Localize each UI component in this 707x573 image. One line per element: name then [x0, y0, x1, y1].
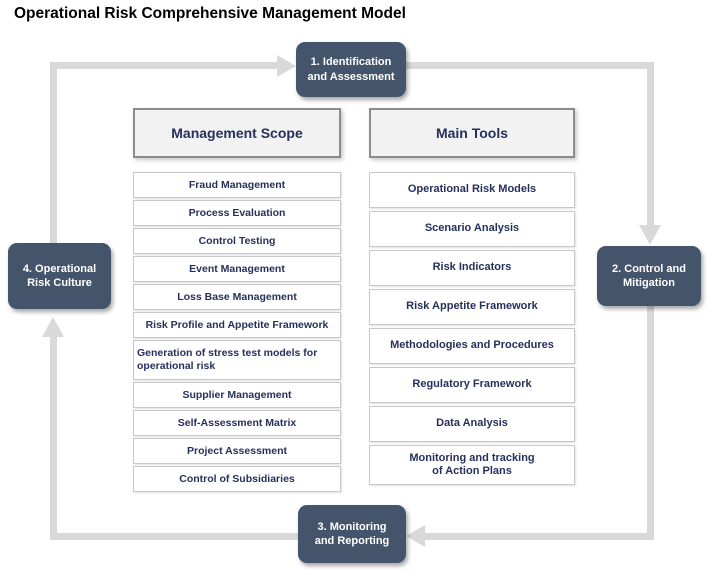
- list-item: Supplier Management: [133, 382, 341, 408]
- list-item-label: Data Analysis: [436, 417, 508, 430]
- cycle-node-label: 3. Monitoring and Reporting: [314, 520, 390, 547]
- list-item-label: Monitoring and tracking of Action Plans: [409, 451, 535, 477]
- cycle-arrow-segment: [50, 62, 57, 243]
- list-item: Project Assessment: [133, 438, 341, 464]
- list-item: Generation of stress test models for ope…: [133, 340, 341, 380]
- list-item: Data Analysis: [369, 406, 575, 442]
- list-item-label: Risk Indicators: [432, 261, 512, 274]
- list-item: Loss Base Management: [133, 284, 341, 310]
- list-item: Methodologies and Procedures: [369, 328, 575, 364]
- list-item: Control of Subsidiaries: [133, 466, 341, 492]
- arrowhead-right-icon: [277, 55, 296, 77]
- arrowhead-down-icon: [639, 225, 661, 245]
- list-item-label: Control of Subsidiaries: [179, 472, 295, 485]
- cycle-node-control-mitigation: 2. Control and Mitigation: [597, 246, 701, 306]
- list-item: Regulatory Framework: [369, 367, 575, 403]
- cycle-arrow-segment: [647, 306, 654, 540]
- list-item: Self-Assessment Matrix: [133, 410, 341, 436]
- list-item: Risk Profile and Appetite Framework: [133, 312, 341, 338]
- list-item: Operational Risk Models: [369, 172, 575, 208]
- arrowhead-left-icon: [406, 525, 425, 547]
- management-scope-header-label: Management Scope: [171, 125, 303, 141]
- cycle-node-identification-assessment: 1. Identification and Assessment: [296, 42, 406, 97]
- cycle-arrow-segment: [50, 533, 298, 540]
- cycle-node-label: 2. Control and Mitigation: [612, 262, 686, 289]
- main-tools-header: Main Tools: [369, 108, 575, 158]
- list-item-label: Scenario Analysis: [424, 222, 520, 235]
- cycle-node-operational-risk-culture: 4. Operational Risk Culture: [8, 243, 111, 309]
- cycle-arrow-segment: [50, 337, 57, 540]
- cycle-node-label: 4. Operational Risk Culture: [22, 262, 97, 289]
- cycle-node-label: 1. Identification and Assessment: [307, 56, 395, 83]
- cycle-node-monitoring-reporting: 3. Monitoring and Reporting: [298, 505, 406, 563]
- list-item-label: Risk Profile and Appetite Framework: [145, 318, 329, 331]
- list-item-label: Risk Appetite Framework: [406, 300, 538, 313]
- cycle-arrow-segment: [405, 62, 654, 69]
- list-item: Risk Indicators: [369, 250, 575, 286]
- list-item: Fraud Management: [133, 172, 341, 198]
- list-item-label: Generation of stress test models for ope…: [137, 347, 318, 372]
- list-item-label: Process Evaluation: [188, 206, 286, 219]
- list-item: Scenario Analysis: [369, 211, 575, 247]
- list-item: Risk Appetite Framework: [369, 289, 575, 325]
- list-item-label: Self-Assessment Matrix: [177, 416, 297, 429]
- list-item: Monitoring and tracking of Action Plans: [369, 445, 575, 485]
- list-item-label: Methodologies and Procedures: [390, 339, 554, 352]
- list-item-label: Supplier Management: [182, 388, 292, 401]
- list-item-label: Project Assessment: [187, 444, 287, 457]
- list-item-label: Fraud Management: [188, 178, 286, 191]
- main-tools-header-label: Main Tools: [435, 125, 509, 141]
- page-title: Operational Risk Comprehensive Managemen…: [14, 5, 406, 22]
- list-item: Process Evaluation: [133, 200, 341, 226]
- list-item-label: Control Testing: [198, 234, 276, 247]
- list-item-label: Operational Risk Models: [407, 183, 537, 196]
- cycle-arrow-segment: [647, 62, 654, 225]
- list-item-label: Loss Base Management: [177, 290, 297, 303]
- management-scope-header: Management Scope: [133, 108, 341, 158]
- cycle-arrow-segment: [425, 533, 654, 540]
- list-item-label: Regulatory Framework: [412, 378, 532, 391]
- cycle-arrow-segment: [50, 62, 277, 69]
- list-item-label: Event Management: [189, 262, 285, 275]
- list-item: Event Management: [133, 256, 341, 282]
- arrowhead-up-icon: [42, 317, 64, 337]
- list-item: Control Testing: [133, 228, 341, 254]
